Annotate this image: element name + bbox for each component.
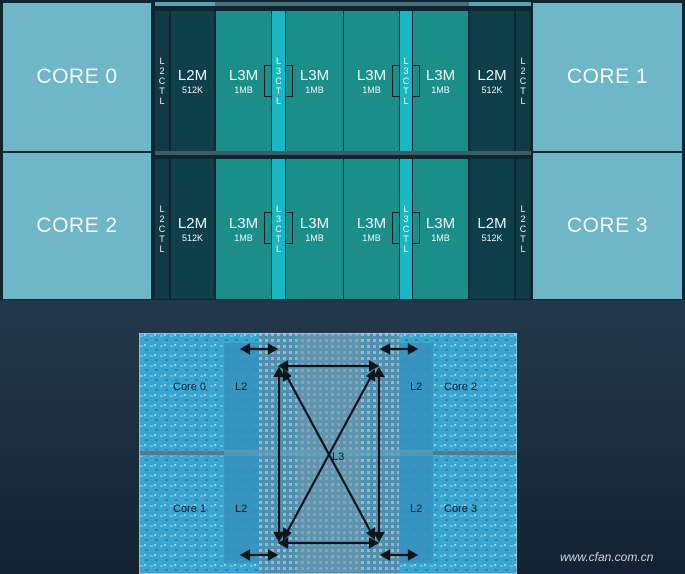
row-divider [155, 151, 531, 155]
die-label-core2: Core 2 [444, 381, 478, 393]
bracket-r1-b [286, 65, 293, 97]
bracket-r2-a [264, 212, 271, 244]
bracket-r2-c [392, 212, 399, 244]
core-1-block: CORE 1 [533, 3, 682, 151]
bracket-r2-b [286, 212, 293, 244]
die-photo: Core 0 L2 L2 Core 2 L3 Core 1 L2 L2 Core… [139, 333, 517, 574]
core-0-block: CORE 0 [3, 3, 151, 151]
bracket-r2-d [413, 212, 420, 244]
die-label-l2-bottom-left: L2 [235, 503, 248, 515]
watermark: www.cfan.com.cn [560, 550, 654, 564]
core-2-block: CORE 2 [3, 153, 151, 299]
die-label-l3: L3 [332, 451, 345, 463]
bracket-r1-c [392, 65, 399, 97]
die-label-core0: Core 0 [173, 381, 207, 393]
bracket-r1-a [264, 65, 271, 97]
core-3-block: CORE 3 [533, 153, 682, 299]
die-label-core3: Core 3 [444, 503, 478, 515]
die-photo-graphic [139, 333, 517, 574]
top-bar-left [155, 2, 215, 6]
top-bar-mid [215, 2, 469, 6]
die-label-l2-top-left: L2 [235, 381, 248, 393]
die-label-l2-top-right: L2 [410, 381, 423, 393]
top-bar-right [469, 2, 531, 6]
die-label-l2-bottom-right: L2 [410, 503, 423, 515]
die-label-core1: Core 1 [173, 503, 207, 515]
bracket-r1-d [413, 65, 420, 97]
